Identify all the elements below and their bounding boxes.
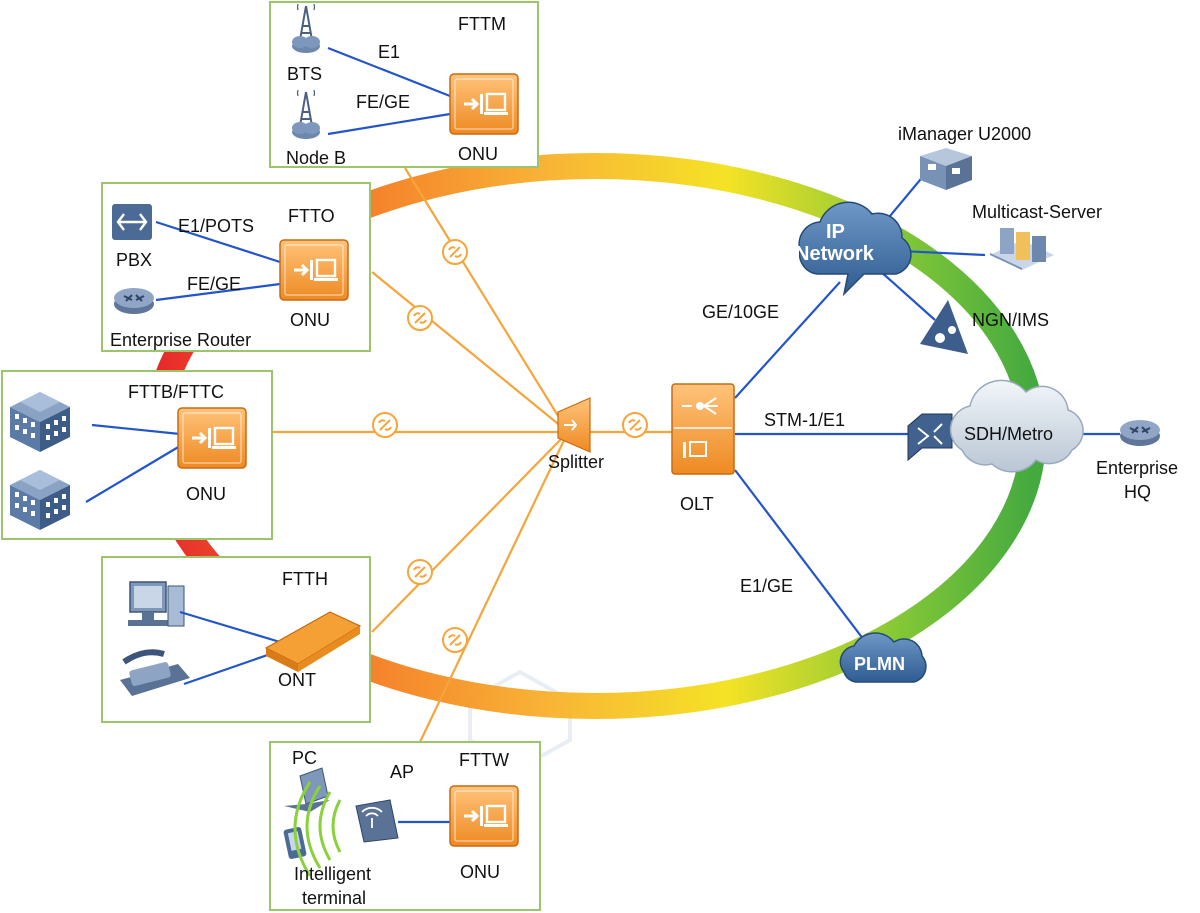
- fttw-pc-label: PC: [292, 748, 317, 768]
- wifi-waves-icon: [293, 781, 342, 877]
- e1-ge-label: E1/GE: [740, 576, 793, 596]
- intelligent-terminal-label-2: terminal: [302, 888, 366, 908]
- stm1-e1-label: STM-1/E1: [764, 410, 845, 430]
- ip-network-cloud: IP Network: [795, 201, 912, 297]
- pbx-label: PBX: [116, 250, 152, 270]
- ip-network-label-2: Network: [795, 243, 875, 265]
- splitter-icon: [557, 397, 591, 453]
- ftto-e1-pots-label: E1/POTS: [178, 216, 254, 236]
- ftto-onu-label: ONU: [290, 310, 330, 330]
- ftth-title: FTTH: [282, 569, 328, 589]
- pbx-icon: [112, 204, 152, 240]
- enterprise-router-icon: [113, 287, 155, 315]
- ngn-ims-icon: [920, 300, 968, 354]
- ge-10ge-label: GE/10GE: [702, 302, 779, 322]
- server-icon: [920, 148, 972, 190]
- fttb-box: FTTB/FTTC ONU: [1, 370, 273, 540]
- fttm-box: FTTM BTS Node B E1 FE/GE ONU: [269, 1, 539, 168]
- node-b-label: Node B: [286, 148, 346, 168]
- multicast-server-icon: [990, 228, 1054, 270]
- ip-network-label-1: IP: [826, 221, 845, 243]
- enterprise-hq-label-2: HQ: [1124, 482, 1151, 502]
- enterprise-hq-label-1: Enterprise: [1096, 458, 1178, 478]
- switch-icon: [907, 413, 953, 462]
- ont-device-icon: [264, 611, 362, 672]
- ftth-box: FTTH ONT: [101, 556, 371, 723]
- olt-icon: [671, 383, 735, 475]
- fttw-title: FTTW: [459, 750, 509, 770]
- splitter-label: Splitter: [548, 452, 604, 472]
- bts-label: BTS: [287, 64, 322, 84]
- wireless-ap-icon: [355, 799, 399, 843]
- desktop-pc-icon: [128, 581, 185, 627]
- fttm-e1-label: E1: [378, 42, 400, 62]
- fiber-lines: [272, 167, 672, 743]
- fttb-title: FTTB/FTTC: [128, 382, 224, 402]
- fttw-onu-label: ONU: [460, 862, 500, 882]
- ngn-ims-label: NGN/IMS: [972, 310, 1049, 330]
- ftto-onu-device-icon: [278, 238, 350, 302]
- enterprise-router-label: Enterprise Router: [110, 330, 251, 350]
- fttw-ap-label: AP: [390, 762, 414, 782]
- olt-label: OLT: [680, 494, 714, 514]
- fttm-onu-device-icon: [448, 72, 520, 136]
- fttw-box: FTTW PC AP ONU Intelligent terminal: [269, 741, 541, 911]
- intelligent-terminal-label-1: Intelligent: [294, 864, 371, 884]
- fttm-title: FTTM: [458, 14, 506, 34]
- fttb-onu-label: ONU: [186, 484, 226, 504]
- fttb-onu-device-icon: [176, 406, 248, 470]
- ftto-box: FTTO PBX E1/POTS FE/GE ONU Enterprise Ro…: [101, 182, 371, 352]
- plmn-cloud: PLMN: [839, 632, 927, 683]
- fttm-onu-label: ONU: [458, 144, 498, 164]
- multicast-label: Multicast-Server: [972, 202, 1102, 222]
- sdh-metro-cloud: SDH/Metro: [949, 379, 1084, 473]
- telephone-icon: [120, 649, 190, 696]
- fttw-onu-device-icon: [448, 784, 520, 848]
- ont-label: ONT: [278, 670, 316, 690]
- imanager-label: iManager U2000: [898, 124, 1031, 144]
- sdh-metro-label: SDH/Metro: [964, 424, 1053, 444]
- ftto-fe-ge-label: FE/GE: [187, 274, 241, 294]
- enterprise-hq-router-icon: [1119, 419, 1161, 447]
- ftto-title: FTTO: [288, 206, 335, 226]
- plmn-label: PLMN: [854, 654, 905, 674]
- fttm-fe-ge-label: FE/GE: [356, 92, 410, 112]
